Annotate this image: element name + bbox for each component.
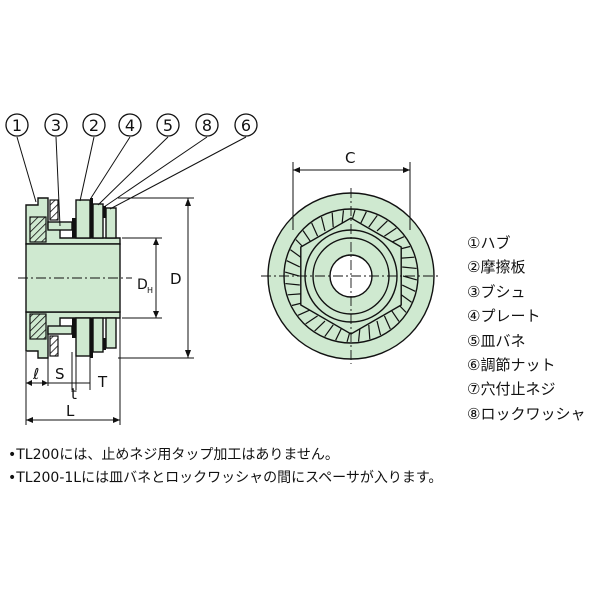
callout-8: 8	[195, 113, 219, 137]
hatched-sections	[29, 199, 59, 357]
callout-3: 3	[44, 113, 68, 137]
legend-item: ⑧ロックワッシャ	[467, 404, 586, 423]
legend-item: ⑦穴付止ネジ	[467, 380, 556, 399]
svg-text:2: 2	[89, 116, 99, 135]
callout-1: 1	[5, 113, 29, 137]
note-line: •TL200には、止めネジ用タップ加工はありません。	[8, 447, 339, 463]
section-dimensions	[25, 197, 194, 425]
svg-text:6: 6	[241, 116, 251, 135]
svg-text:H: H	[147, 286, 153, 295]
dim-label-big-t: T	[97, 373, 108, 391]
dim-label-d: D	[170, 270, 182, 288]
parts-legend: ①ハブ ②摩擦板 ③ブシュ ④プレート ⑤皿バネ ⑥調節ナット ⑦穴付止ネジ ⑧…	[467, 231, 585, 426]
callouts: 1 3 2 4 5 8 6	[5, 113, 258, 137]
svg-text:3: 3	[51, 116, 61, 135]
svg-text:5: 5	[163, 116, 173, 135]
callout-5: 5	[156, 113, 180, 137]
dim-label-t: t	[71, 385, 77, 403]
svg-text:D: D	[137, 277, 148, 293]
svg-text:4: 4	[125, 116, 135, 135]
callout-4: 4	[118, 113, 142, 137]
legend-item: ⑤皿バネ	[467, 331, 526, 350]
note-line: •TL200-1Lには皿バネとロックワッシャの間にスペーサが入ります。	[8, 470, 443, 486]
legend-item: ③ブシュ	[467, 282, 526, 301]
dimension-arrows	[26, 198, 191, 423]
legend-item: ①ハブ	[467, 234, 511, 252]
dim-label-l: ℓ	[32, 365, 39, 383]
legend-item: ②摩擦板	[467, 258, 526, 277]
dim-label-c: C	[345, 149, 355, 167]
front-centerlines	[261, 188, 441, 364]
dim-label-dh: D H	[137, 277, 153, 295]
svg-text:1: 1	[12, 116, 22, 135]
legend-item: ④プレート	[467, 307, 541, 326]
notes: •TL200には、止めネジ用タップ加工はありません。 •TL200-1Lには皿バ…	[8, 444, 442, 490]
callout-leaders	[16, 136, 247, 227]
dim-label-s: S	[55, 365, 65, 383]
legend-item: ⑥調節ナット	[467, 356, 556, 375]
friction-plates	[72, 198, 106, 358]
svg-text:8: 8	[202, 116, 212, 135]
callout-6: 6	[234, 113, 258, 137]
dim-c-arrows	[293, 167, 410, 173]
dim-label-big-l: L	[66, 402, 75, 420]
callout-2: 2	[82, 113, 106, 137]
dim-c	[292, 162, 411, 230]
